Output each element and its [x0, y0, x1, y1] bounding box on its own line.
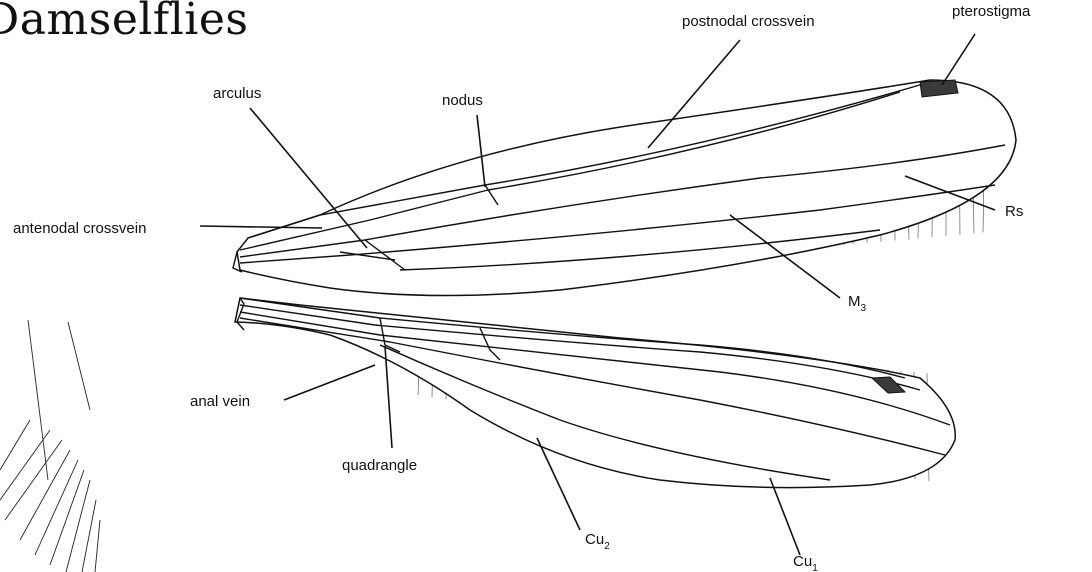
label-quadrangle: quadrangle: [342, 457, 417, 474]
label-antenodal-crossvein: antenodal crossvein: [13, 220, 146, 237]
label-cu1-base: Cu: [793, 553, 812, 570]
label-anal-vein: anal vein: [190, 393, 250, 410]
partial-figure-hatching: [0, 320, 100, 572]
label-m3: M3: [848, 293, 867, 314]
label-rs: Rs: [1005, 203, 1023, 220]
label-cu1: Cu1: [793, 553, 818, 572]
label-cu2: Cu2: [585, 531, 610, 552]
leader-cu1: [770, 478, 800, 555]
label-nodus: nodus: [442, 92, 483, 109]
label-postnodal-crossvein: postnodal crossvein: [682, 13, 815, 30]
label-m3-base: M: [848, 293, 861, 310]
label-m3-subscript: 3: [861, 303, 867, 314]
label-cu2-subscript: 2: [604, 541, 610, 552]
forewing: [233, 80, 1016, 296]
label-cu2-base: Cu: [585, 531, 604, 548]
label-pterostigma: pterostigma: [952, 3, 1031, 20]
leader-anal-vein: [284, 365, 375, 400]
forewing-outline: [237, 80, 1016, 296]
leader-pterostigma: [942, 34, 975, 85]
label-cu1-subscript: 1: [812, 563, 818, 572]
label-arculus: arculus: [213, 85, 261, 102]
